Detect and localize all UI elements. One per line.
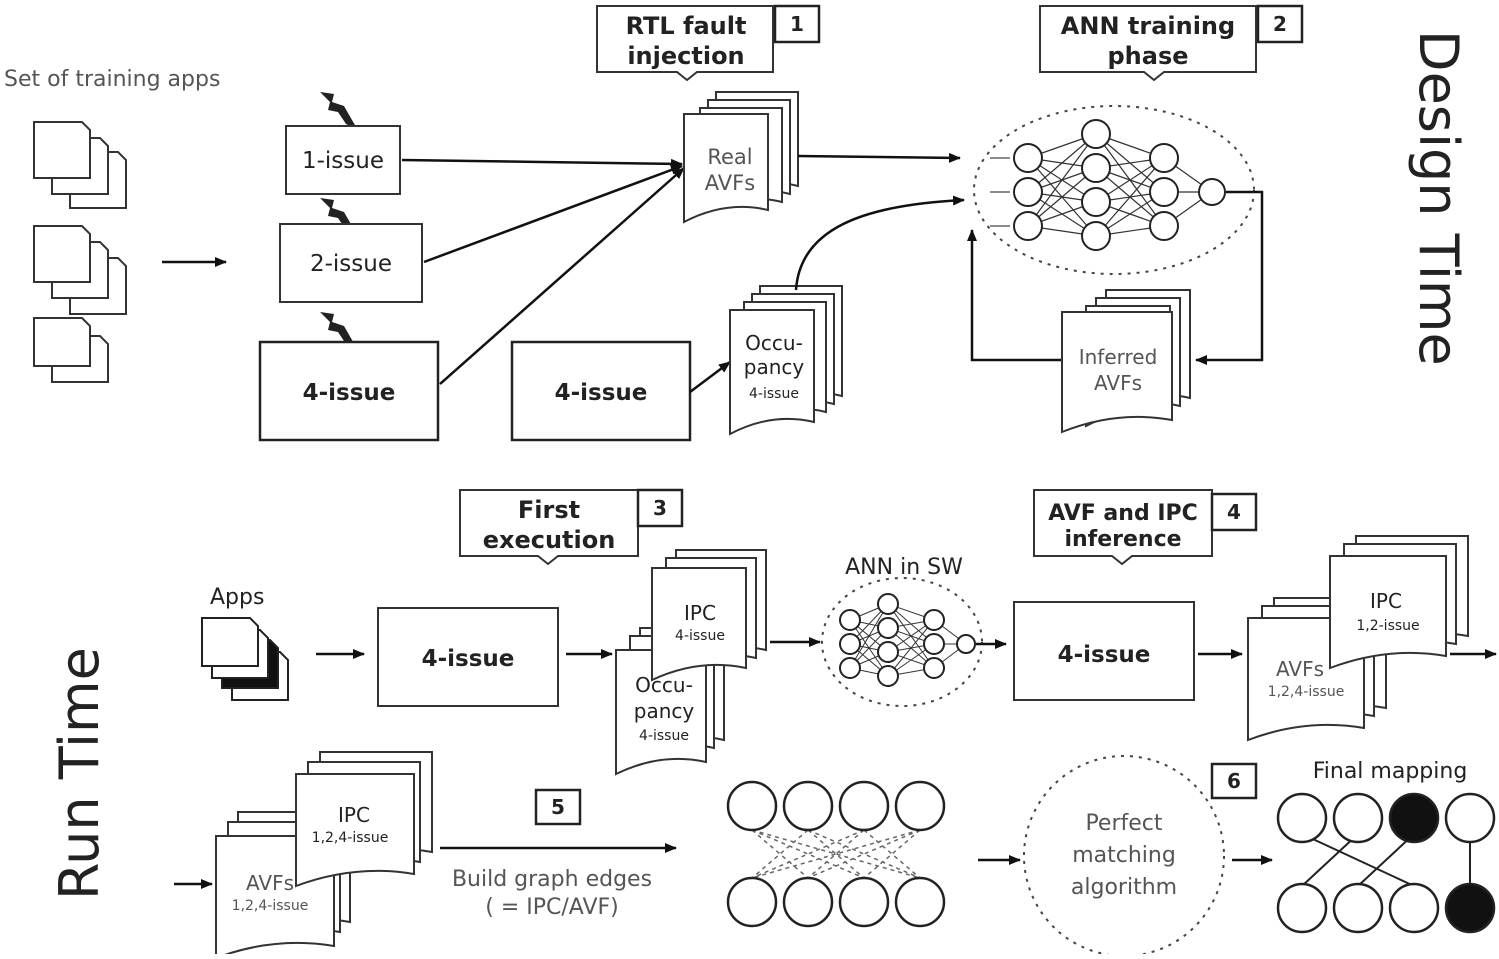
core-to-occupancy-arrow: [689, 361, 731, 393]
core-1-issue: [285, 125, 401, 195]
run-ipc-line2: 4-issue: [675, 628, 725, 644]
results-ipc-doc: [1329, 535, 1469, 670]
real-avfs-to-ann-arrow: [797, 152, 961, 163]
matching-line3: algorithm: [1071, 875, 1177, 900]
ann-sw-label: ANN in SW: [845, 555, 963, 580]
matching-algorithm-circle: [1023, 755, 1225, 957]
run-core-4-issue-infer: [1013, 601, 1195, 701]
step2-line2: phase: [1107, 42, 1188, 70]
real-avfs-doc: [683, 91, 799, 224]
occupancy-line1: Occu-: [745, 331, 803, 355]
training-apps-stack-1: [33, 121, 127, 209]
step5-badge: [534, 788, 582, 826]
run-occupancy-line1: Occu-: [635, 673, 693, 697]
core-4-issue-label: 4-issue: [303, 380, 396, 406]
step5-line1: Build graph edges: [452, 867, 652, 892]
step4-badge: [1210, 492, 1258, 532]
training-apps-stack-3: [33, 317, 109, 383]
occupancy-to-ann-arrow: [794, 195, 965, 291]
step4-line2: inference: [1064, 527, 1181, 552]
step6-badge: [1210, 762, 1258, 800]
ann-sw-network-icon: [821, 577, 983, 707]
ann-training-network-icon: [973, 105, 1255, 275]
bottom-avfs-line2: 1,2,4-issue: [232, 898, 309, 914]
run-core-4-issue-infer-label: 4-issue: [1058, 642, 1151, 668]
ann-output-feedback-arrow: [1195, 190, 1264, 365]
bottom-ipc-doc: [295, 751, 433, 888]
inferred-avfs-doc: [1061, 289, 1191, 434]
final-mapping-graph-icon: [1276, 792, 1496, 934]
run-core-4-issue: [377, 607, 559, 707]
inferred-avfs-line2: AVFs: [1094, 371, 1142, 395]
core-2-issue: [279, 223, 423, 303]
run-ipc-line1: IPC: [684, 601, 716, 625]
occupancy-line2: pancy: [744, 355, 805, 379]
core-1-issue-label: 1-issue: [302, 148, 384, 174]
matching-line2: matching: [1072, 843, 1176, 868]
bottom-avfs-line1: AVFs: [246, 871, 294, 895]
training-apps-stack-2: [33, 225, 127, 315]
core-2-issue-label: 2-issue: [310, 251, 392, 277]
core-4-issue: [258, 340, 440, 442]
step3-line1: First: [518, 496, 580, 524]
step5-line2: ( = IPC/AVF): [485, 895, 618, 920]
apps-label: Apps: [210, 585, 264, 610]
run-time-label: Run Time: [48, 647, 111, 900]
step2-callout: [1039, 5, 1257, 82]
inferred-to-ann-arrow: [967, 229, 1062, 362]
step1-line2: injection: [627, 42, 744, 70]
step6-num: 6: [1227, 769, 1241, 793]
step1-line1: RTL fault: [626, 12, 747, 40]
occupancy-line3: 4-issue: [749, 386, 799, 402]
results-ipc-line1: IPC: [1370, 589, 1402, 613]
occupancy-doc: [729, 285, 843, 436]
fault-injection-arrows: [401, 158, 685, 385]
results-avfs-line2: 1,2,4-issue: [1268, 684, 1345, 700]
run-core-4-issue-label: 4-issue: [422, 646, 515, 672]
results-ipc-line2: 1,2-issue: [1356, 618, 1419, 634]
run-occupancy-line3: 4-issue: [639, 728, 689, 744]
apps-stack-icon: [201, 617, 289, 701]
step1-num: 1: [790, 12, 804, 36]
real-avfs-line2: AVFs: [705, 171, 755, 195]
step2-badge: [1256, 4, 1304, 44]
step3-badge: [636, 488, 684, 528]
step1-badge: [773, 4, 821, 44]
run-occupancy-line2: pancy: [634, 699, 695, 723]
step3-num: 3: [653, 496, 667, 520]
step1-callout: [596, 5, 774, 82]
core-4-issue-profile: [510, 340, 692, 442]
bottom-ipc-line2: 1,2,4-issue: [312, 830, 389, 846]
core-4-issue-profile-label: 4-issue: [555, 380, 648, 406]
run-ipc-doc: [651, 549, 767, 682]
real-avfs-line1: Real: [707, 145, 752, 169]
step2-line1: ANN training: [1061, 12, 1235, 40]
step4-line1: AVF and IPC: [1048, 501, 1198, 526]
design-time-label: Design Time: [1407, 30, 1470, 366]
step5-num: 5: [551, 795, 565, 819]
bipartite-graph-icon: [726, 780, 946, 928]
final-mapping-label: Final mapping: [1313, 759, 1468, 784]
step4-num: 4: [1227, 500, 1241, 524]
matching-line1: Perfect: [1085, 811, 1162, 836]
step2-num: 2: [1273, 12, 1287, 36]
step3-line2: execution: [483, 526, 616, 554]
bottom-ipc-line1: IPC: [338, 803, 370, 827]
inferred-avfs-line1: Inferred: [1079, 345, 1158, 369]
training-apps-label: Set of training apps: [4, 67, 220, 92]
results-avfs-line1: AVFs: [1276, 657, 1324, 681]
